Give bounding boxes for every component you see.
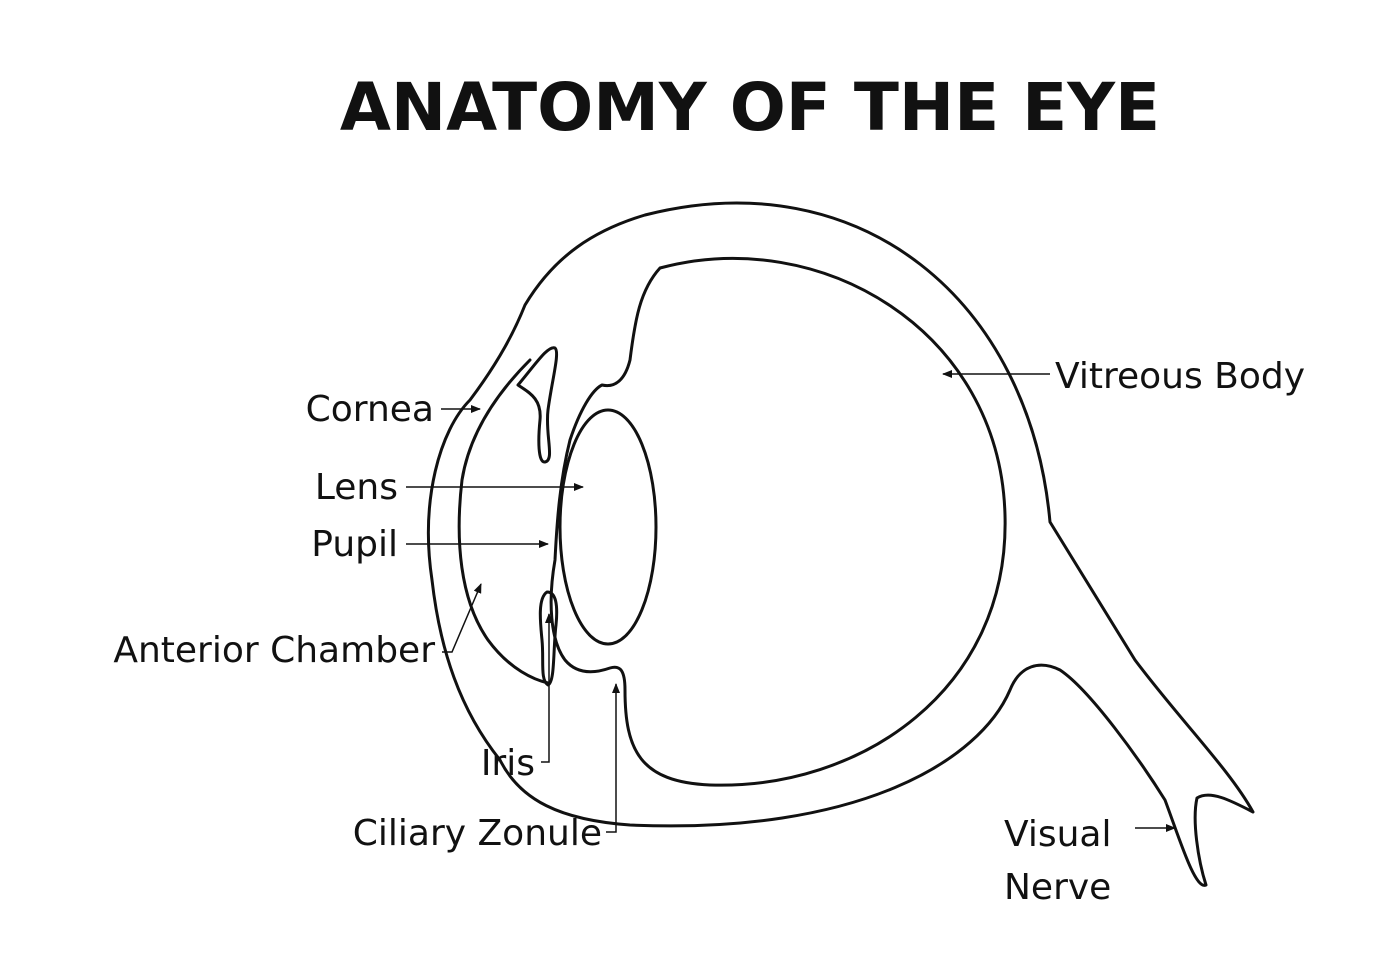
lens-shape (558, 408, 658, 646)
ciliary-zonule-leader (606, 683, 620, 833)
upper-iris (516, 346, 559, 464)
sclera-outline (426, 201, 1255, 887)
label-ciliary-zonule: Ciliary Zonule (353, 813, 602, 854)
anterior-chamber-outline (457, 358, 550, 685)
label-visual-nerve-line1: Visual (1004, 814, 1111, 855)
label-anterior-chamber: Anterior Chamber (113, 630, 435, 671)
anterior-chamber-leader (442, 583, 482, 653)
label-visual-nerve-line2: Nerve (1004, 867, 1111, 908)
label-vitreous-body: Vitreous Body (1055, 356, 1305, 397)
page-title: ANATOMY OF THE EYE (339, 69, 1161, 146)
vitreous-body-outline (549, 257, 1007, 787)
label-cornea: Cornea (306, 389, 434, 430)
iris-leader (541, 613, 553, 763)
label-iris: Iris (481, 743, 535, 784)
lower-iris (538, 590, 559, 687)
label-pupil: Pupil (311, 524, 398, 565)
label-lens: Lens (315, 467, 398, 508)
